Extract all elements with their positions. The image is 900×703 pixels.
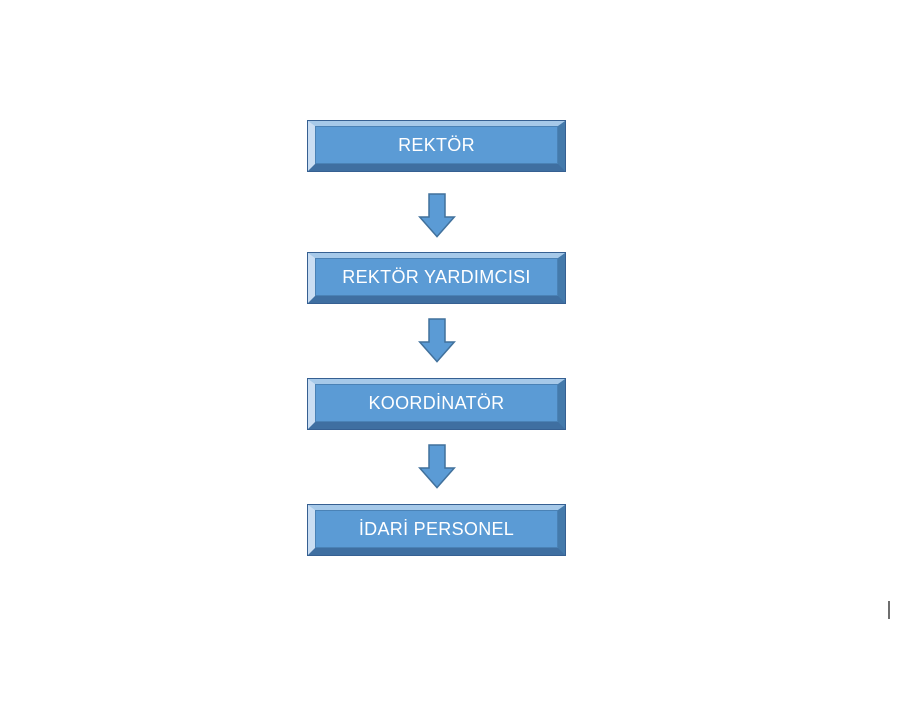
org-node-label: İDARİ PERSONEL (358, 518, 515, 539)
org-node-rektor-yardimcisi[interactable]: REKTÖR YARDIMCISI (307, 252, 566, 304)
text-cursor (888, 601, 890, 619)
org-node-koordinator[interactable]: KOORDİNATÖR (307, 378, 566, 430)
down-arrow-icon[interactable] (418, 444, 456, 489)
org-node-label: REKTÖR (398, 134, 475, 155)
down-arrow-shape (418, 318, 456, 363)
org-node-label: REKTÖR YARDIMCISI (342, 266, 531, 287)
down-arrow-shape (418, 444, 456, 489)
org-node-label: KOORDİNATÖR (368, 392, 505, 413)
org-node-idari-personel[interactable]: İDARİ PERSONEL (307, 504, 566, 556)
down-arrow-icon[interactable] (418, 193, 456, 238)
down-arrow-shape (418, 193, 456, 238)
down-arrow-icon[interactable] (418, 318, 456, 363)
org-node-rektor[interactable]: REKTÖR (307, 120, 566, 172)
